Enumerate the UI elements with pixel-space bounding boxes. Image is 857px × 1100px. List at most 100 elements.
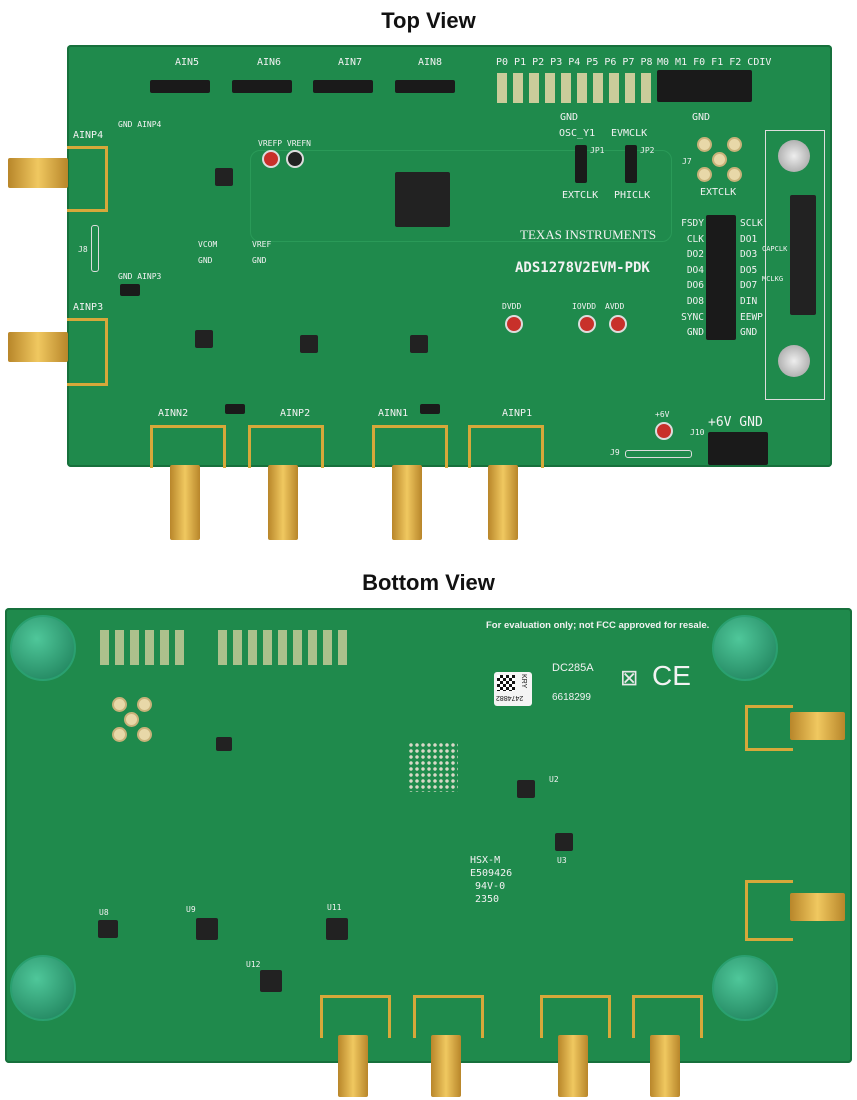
sma-connector-bottom-1: [338, 1035, 368, 1097]
ain6-label: AIN6: [257, 57, 282, 68]
sma-connector-right-2: [790, 893, 845, 921]
ainp3-bracket: [67, 318, 108, 386]
serial-number: 6618299: [552, 692, 591, 703]
j5-connector: [790, 195, 816, 315]
ainn2-label: AINN2: [158, 408, 189, 419]
ainn1-sma-connector[interactable]: [392, 465, 422, 540]
u11-label: U11: [327, 903, 342, 912]
rubber-foot: [712, 615, 778, 681]
j13-jumper: [120, 284, 140, 296]
ainp3-label: AINP3: [73, 302, 104, 313]
j8: [91, 225, 99, 272]
sma-connector-right-1: [790, 712, 845, 740]
p-labels: P0 P1 P2 P3 P4 P5 P6 P7 P8: [496, 57, 653, 68]
date-code: 2350: [475, 894, 500, 905]
p6v-tp-label: +6V: [655, 410, 670, 419]
ainp4-sma-connector[interactable]: [8, 158, 68, 188]
jp2-jumper: [625, 145, 637, 183]
product-name: ADS1278V2EVM-PDK: [515, 260, 650, 276]
ti-logo: TEXAS INSTRUMENTS: [520, 227, 657, 242]
vcom-label: VCOM: [198, 240, 218, 249]
ain5-label: AIN5: [175, 57, 200, 68]
ain8-label: AIN8: [418, 57, 443, 68]
rubber-foot: [10, 955, 76, 1021]
board-id: DC285A: [552, 662, 594, 674]
sma-bracket: [540, 995, 611, 1038]
bottom-view-title: Bottom View: [362, 570, 495, 595]
pad-array-mid: [218, 630, 353, 665]
sma-connector-bottom-4: [650, 1035, 680, 1097]
jp2-label: JP2: [640, 146, 655, 155]
datamatrix-label: 2474882 KRY: [494, 672, 532, 706]
bga-via-array: [408, 742, 458, 792]
gnd-ainp4-label: GND AINP4: [118, 120, 162, 129]
vref-label: VREF: [252, 240, 272, 249]
jp1-jumper: [575, 145, 587, 183]
rubber-foot: [712, 955, 778, 1021]
fcc-notice: For evaluation only; not FCC approved fo…: [486, 620, 710, 631]
sma-bracket: [632, 995, 703, 1038]
j6-header: [706, 215, 736, 340]
sma-bracket: [745, 705, 793, 751]
ainp4-label: AINP4: [73, 130, 104, 141]
j9: [625, 450, 692, 458]
osc-label: OSC_Y1: [559, 128, 596, 139]
j7-label: J7: [682, 157, 692, 166]
screw-h7: [778, 345, 810, 377]
ainp2-sma-connector[interactable]: [268, 465, 298, 540]
capclk-label: CAPCLK: [762, 245, 788, 253]
gnd-label-2: GND: [692, 112, 711, 123]
ainp3-sma-connector[interactable]: [8, 332, 68, 362]
gnd-label-4: GND: [252, 256, 267, 265]
dvdd-label: DVDD: [502, 302, 522, 311]
u12-label: U12: [246, 960, 261, 969]
avdd-label: AVDD: [605, 302, 625, 311]
rubber-foot: [10, 615, 76, 681]
extclk-jumper-label: EXTCLK: [562, 190, 599, 201]
ainp1-sma-connector[interactable]: [488, 465, 518, 540]
j10-label: J10: [690, 428, 705, 437]
j11-jumper: [420, 404, 440, 414]
ainn2-bracket: [150, 425, 226, 468]
gnd-label: GND: [560, 112, 579, 123]
j7-extclk-label: EXTCLK: [700, 187, 737, 198]
ainp2-label: AINP2: [280, 408, 311, 419]
j10-power-terminal: [708, 432, 768, 465]
ainp1-bracket: [468, 425, 544, 468]
gnd-ainp3-label: GND AINP3: [118, 272, 162, 281]
ainp4-bracket: [67, 146, 108, 212]
ainp1-label: AINP1: [502, 408, 533, 419]
ainn2-sma-connector[interactable]: [170, 465, 200, 540]
p-pad-array: [497, 73, 652, 103]
pcb-traces: [250, 150, 672, 242]
j5-outline: [765, 130, 825, 400]
hsx-marking: HSX-M: [470, 855, 501, 866]
j18-header: [395, 80, 455, 93]
mode-labels: M0 M1 F0 F1 F2 CDIV: [657, 57, 772, 68]
power-label: +6V GND: [708, 415, 763, 430]
j17-header: [313, 80, 373, 93]
vref-tp-label: VREFP VREFN: [258, 139, 311, 148]
weee-bin-icon: ⊠: [620, 665, 639, 690]
screw-h8: [778, 140, 810, 172]
sma-connector-bottom-2: [431, 1035, 461, 1097]
u8-label: U8: [99, 908, 109, 917]
flammability-rating: 94V-0: [475, 881, 506, 892]
sma-bracket: [745, 880, 793, 941]
ain7-label: AIN7: [338, 57, 363, 68]
mclkg-label: MCLKG: [762, 275, 784, 283]
u3-label: U3: [557, 856, 567, 865]
top-view-title: Top View: [381, 8, 476, 33]
j8-label: J8: [78, 245, 88, 254]
phiclk-label: PHICLK: [614, 190, 651, 201]
ul-file-number: E509426: [470, 868, 513, 879]
j9-label: J9: [610, 448, 620, 457]
sma-bracket: [320, 995, 391, 1038]
iovdd-label: IOVDD: [572, 302, 597, 311]
ainp2-bracket: [248, 425, 324, 468]
u9-label: U9: [186, 905, 196, 914]
j16-header: [232, 80, 292, 93]
j4-mode-header: [657, 70, 752, 102]
